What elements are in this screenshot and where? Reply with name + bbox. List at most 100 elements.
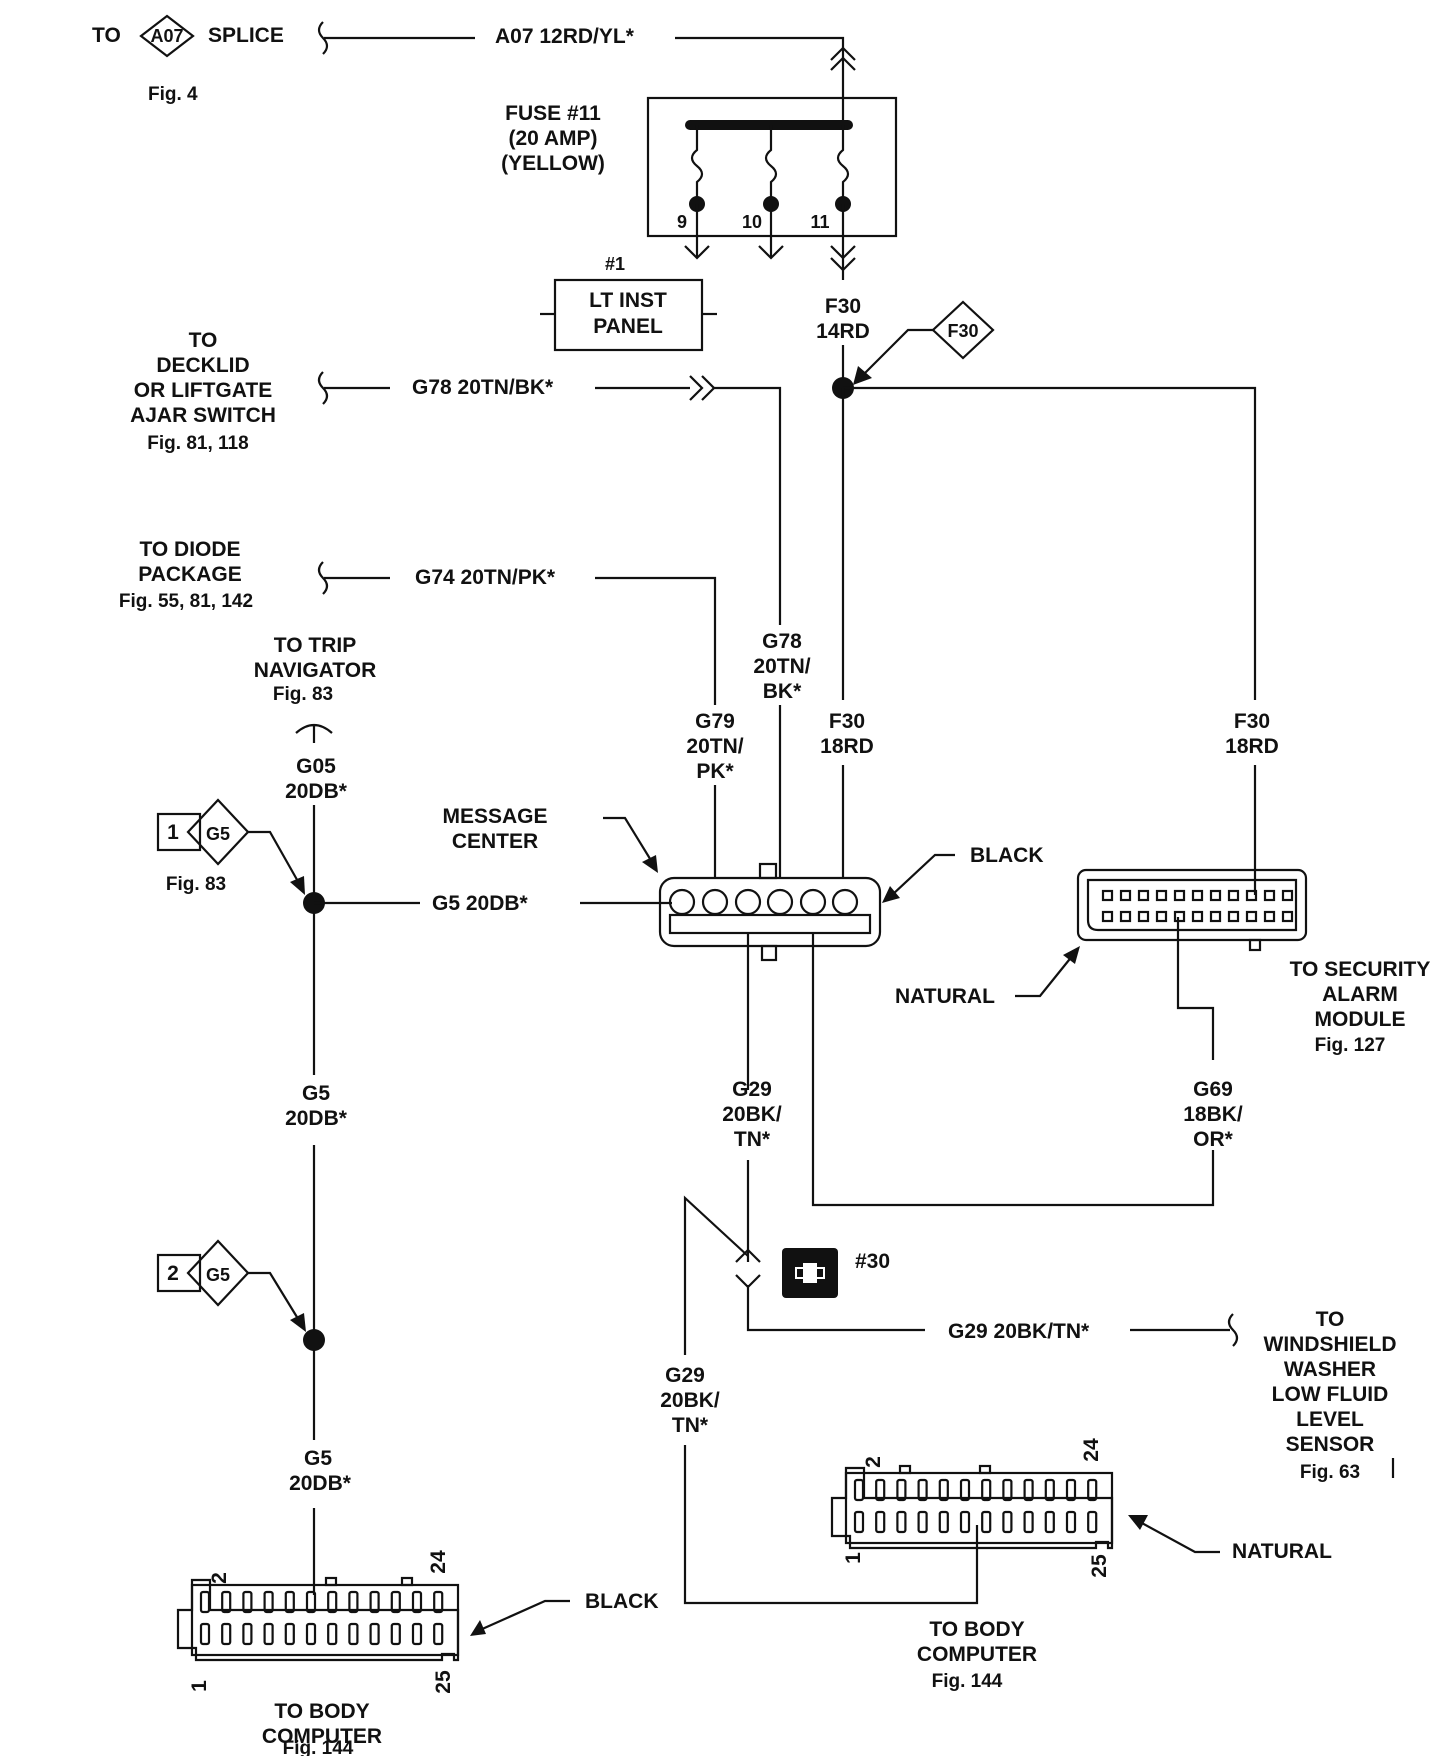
splice30-icon-inner xyxy=(803,1263,817,1283)
lt-inst-line2: PANEL xyxy=(593,315,663,338)
msg-black-label: BLACK xyxy=(970,844,1044,867)
msg-connector-key-top xyxy=(758,862,778,880)
bcr-pin-top-11 xyxy=(1065,1478,1077,1502)
bcl-pin-top-7 xyxy=(327,1590,338,1614)
bcl-key-2 xyxy=(400,1576,414,1587)
wire-break-diode xyxy=(317,561,329,595)
fuse-pin-9: 9 xyxy=(677,212,687,232)
msg-pin-5 xyxy=(799,888,827,916)
fig4-label: Fig. 4 xyxy=(148,84,198,105)
lt-inst-panel: #1 LT INST PANEL xyxy=(540,254,717,352)
f30-top-line2: 14RD xyxy=(816,320,870,343)
g78-connector-symbol xyxy=(689,375,716,401)
g69v-l1: G69 xyxy=(1193,1078,1233,1101)
g05-l2: 20DB* xyxy=(285,780,348,803)
bcl-pin24: 24 xyxy=(427,1550,450,1574)
fuse-line3: (YELLOW) xyxy=(501,152,605,175)
g5-badge1-box xyxy=(156,812,202,852)
fuse-pin-11: 11 xyxy=(810,212,829,232)
bcr-pin-top-12 xyxy=(1087,1478,1098,1502)
washer-l6: SENSOR xyxy=(1286,1433,1375,1456)
bcl-pin-top-5 xyxy=(284,1590,295,1614)
g29v1-l1: G29 xyxy=(732,1078,772,1101)
bcl-black-arrow xyxy=(470,1620,486,1636)
security-l3: MODULE xyxy=(1315,1008,1406,1031)
security-connector-inner xyxy=(1086,878,1298,932)
bcl-pin-bottom-1 xyxy=(199,1622,211,1646)
bcl-pin-top-10 xyxy=(390,1590,401,1614)
bcr-pin-top-4 xyxy=(917,1478,928,1502)
decklid-l3: OR LIFTGATE xyxy=(134,379,272,402)
security-pins-top xyxy=(1101,889,1294,902)
bcl-pin-bottom-2 xyxy=(221,1622,232,1646)
washer-l1: TO xyxy=(1316,1308,1345,1331)
a07-connector-symbol xyxy=(830,46,856,71)
wire-g69-from-security xyxy=(1176,917,1215,1060)
fuse-pin-10: 10 xyxy=(742,212,762,232)
bcl-pin-bottom-11 xyxy=(411,1622,423,1646)
bcr-pin-top-5 xyxy=(938,1478,949,1502)
f30-top-group: F30 14RD F30 xyxy=(816,295,1257,700)
msg-leader-arrow xyxy=(642,855,658,873)
bcl-pin-bottom-8 xyxy=(348,1622,359,1646)
bcr-pin-bottom-8 xyxy=(1002,1510,1013,1534)
g5-splice-dot-2 xyxy=(303,1329,325,1351)
fuse-block: FUSE #11 (20 AMP) (YELLOW) 9 10 11 xyxy=(501,96,898,280)
body-computer-right: 2 24 1 25 NATURAL TO BODY COMPUTER Fig. … xyxy=(830,1438,1332,1692)
security-connector-body xyxy=(1076,868,1308,942)
washer-l3: WASHER xyxy=(1284,1358,1376,1381)
bcl-pin2: 2 xyxy=(208,1572,231,1584)
vertical-wire-labels: G78 20TN/ BK* G79 20TN/ PK* F30 18RD F30… xyxy=(686,630,1279,895)
bcl-black-label: BLACK xyxy=(585,1590,659,1613)
msg-connector-body xyxy=(658,876,882,948)
decklid-l4: AJAR SWITCH xyxy=(130,404,276,427)
bcr-pin-bottom-9 xyxy=(1023,1510,1034,1534)
g5-badge2-box xyxy=(156,1253,202,1293)
security-natural-leader xyxy=(1015,954,1074,998)
g79v-l1: G79 xyxy=(695,710,735,733)
fuse-line1: FUSE #11 xyxy=(505,102,601,125)
bcl-pin-top-12 xyxy=(433,1590,444,1614)
washer-l4: LOW FLUID xyxy=(1272,1383,1389,1406)
bcr-pin-bottom-12 xyxy=(1087,1510,1098,1534)
splice30-icon-detail xyxy=(795,1267,825,1279)
bcr-pin-bottom-1 xyxy=(853,1510,865,1534)
wire-g29-diagonal xyxy=(683,1195,749,1355)
g69v-l3: OR* xyxy=(1193,1128,1234,1151)
bcl-pin-top-11 xyxy=(411,1590,423,1614)
washer-l2: WINDSHIELD xyxy=(1264,1333,1397,1356)
a07-badge-label: A07 xyxy=(150,26,183,46)
bcr-pin-top-7 xyxy=(981,1478,992,1502)
msg-black-leader xyxy=(891,853,955,896)
g5-badge2-label: G5 xyxy=(206,1265,230,1285)
bcl-black-leader xyxy=(479,1599,570,1632)
fuse-arrow-11 xyxy=(830,245,856,272)
bcl-pin-bottom-9 xyxy=(369,1622,380,1646)
decklid-l1: TO xyxy=(189,329,218,352)
g5-badge2-leader xyxy=(248,1271,301,1323)
bcl-fig: Fig. 144 xyxy=(283,1738,354,1756)
msg-l1: MESSAGE xyxy=(442,805,547,828)
wire-break-a07 xyxy=(317,21,329,55)
g29-g69-labels: G29 20BK/ TN* G69 18BK/ OR* xyxy=(722,1078,1243,1151)
to-label: TO xyxy=(92,24,121,47)
g5-wire-label: G5 20DB* xyxy=(432,892,529,915)
bcr-connector-outline xyxy=(830,1466,1114,1550)
bcr-pin-bottom-10 xyxy=(1044,1510,1055,1534)
msg-connector-key-bottom xyxy=(760,944,778,962)
g5v2-l1: G5 xyxy=(304,1447,332,1470)
f30-badge-label: F30 xyxy=(947,321,978,341)
g05-l1: G05 xyxy=(296,755,336,778)
wire-g78-label: G78 20TN/BK* xyxy=(412,376,554,399)
bcl-key-1 xyxy=(324,1576,338,1587)
g5-badge1-diamond xyxy=(186,798,250,866)
bcr-pin-bottom-7 xyxy=(981,1510,992,1534)
splice-label: SPLICE xyxy=(208,24,284,47)
fuse-element-11 xyxy=(836,125,850,204)
g69v-l2: 18BK/ xyxy=(1183,1103,1243,1126)
msg-black-arrow xyxy=(882,886,900,903)
bcr-natural-leader xyxy=(1139,1521,1220,1554)
bcl-pin25: 25 xyxy=(432,1670,455,1694)
